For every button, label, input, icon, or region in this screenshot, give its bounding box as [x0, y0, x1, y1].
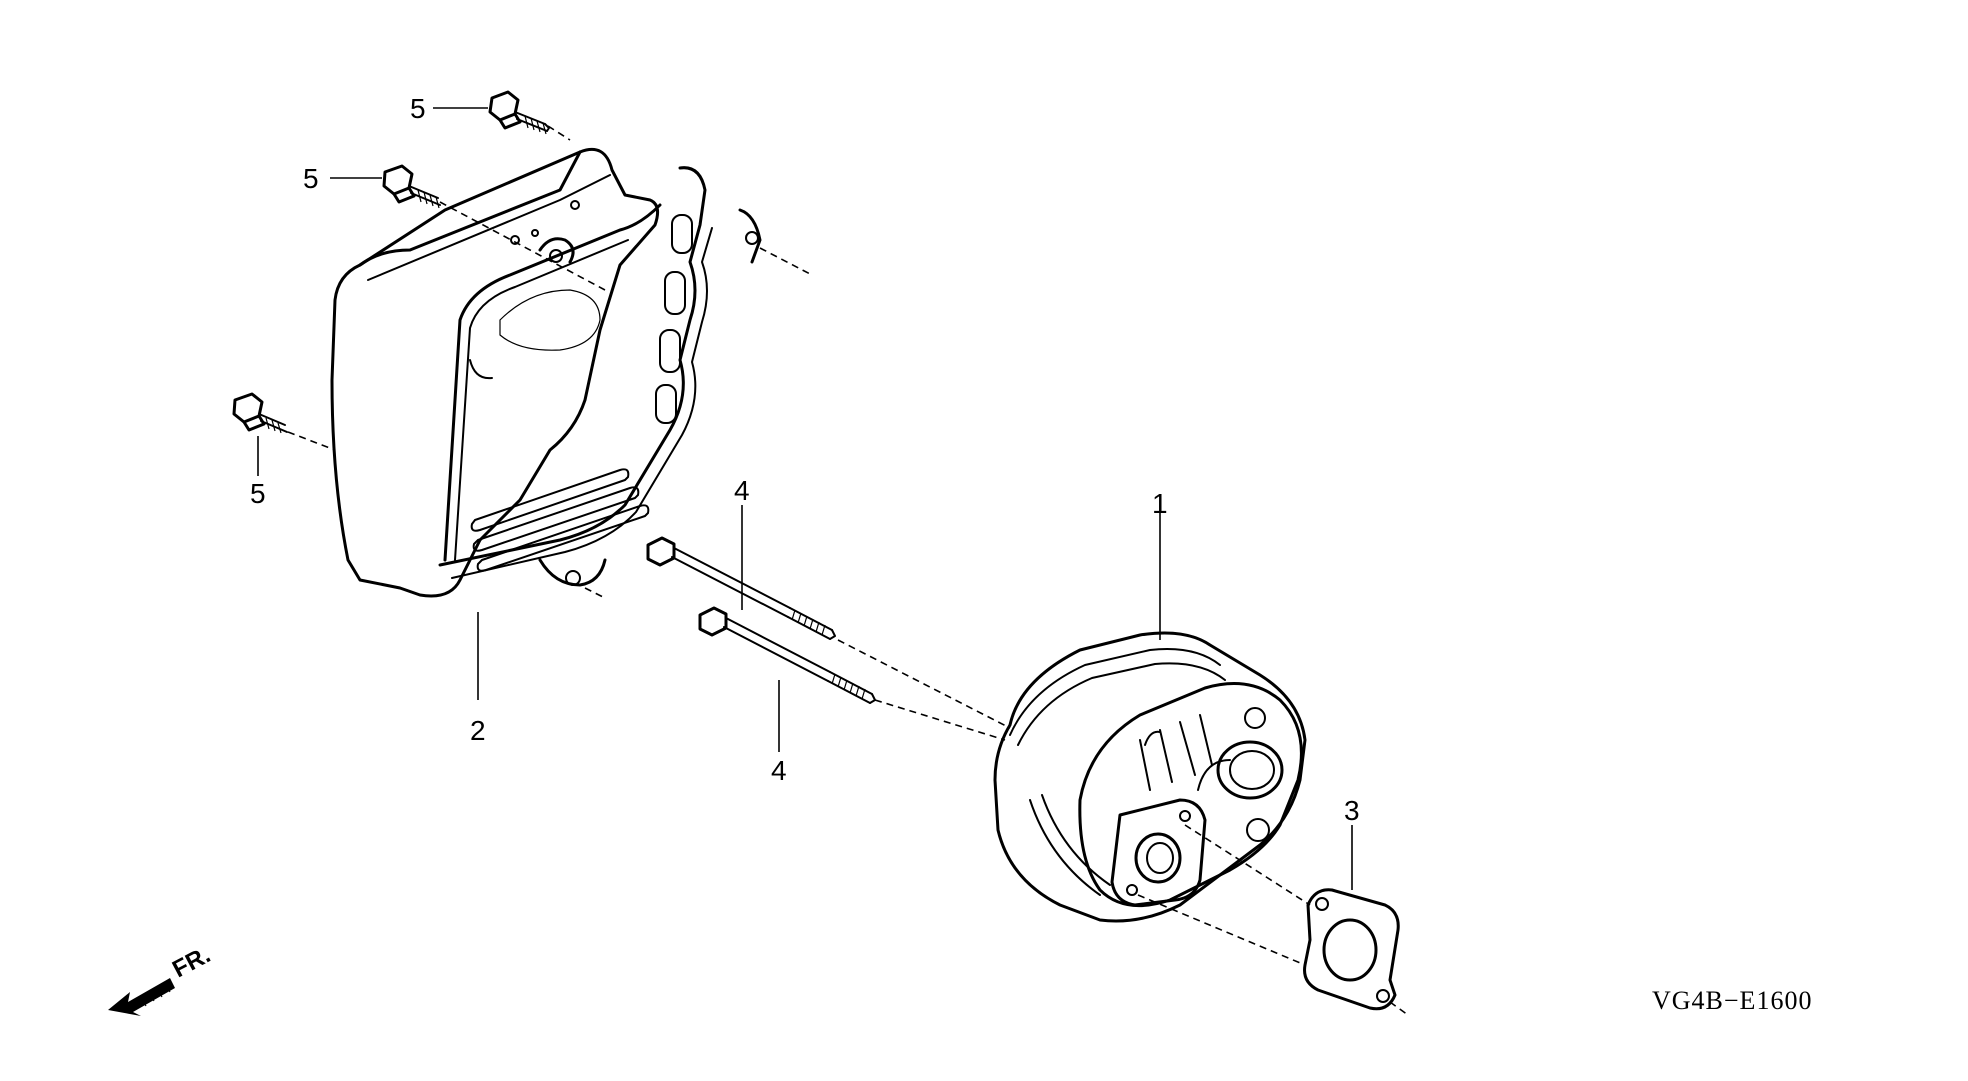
callout-4-lower: 4 — [771, 755, 787, 786]
callout-5-middle: 5 — [303, 163, 319, 194]
callout-1: 1 — [1152, 488, 1168, 519]
callout-5-left: 5 — [250, 478, 266, 509]
front-indicator-label: FR. — [168, 941, 215, 983]
flange-bolt-left — [232, 392, 288, 434]
alignment-lines — [287, 125, 1409, 1016]
callout-4-upper: 4 — [734, 475, 750, 506]
stud-bolt-lower — [698, 606, 876, 704]
muffler — [993, 631, 1307, 923]
callout-2: 2 — [470, 715, 486, 746]
muffler-gasket — [1303, 888, 1400, 1011]
stud-bolt-upper — [646, 536, 836, 640]
muffler-protector — [330, 147, 762, 598]
callout-5-top: 5 — [410, 93, 426, 124]
front-arrow-icon — [108, 978, 175, 1016]
flange-bolt-top — [488, 90, 550, 135]
leader-lines — [257, 107, 1353, 890]
flange-bolt-middle — [382, 164, 441, 209]
callout-3: 3 — [1344, 795, 1360, 826]
drawing-code: VG4B−E1600 — [1652, 986, 1812, 1015]
